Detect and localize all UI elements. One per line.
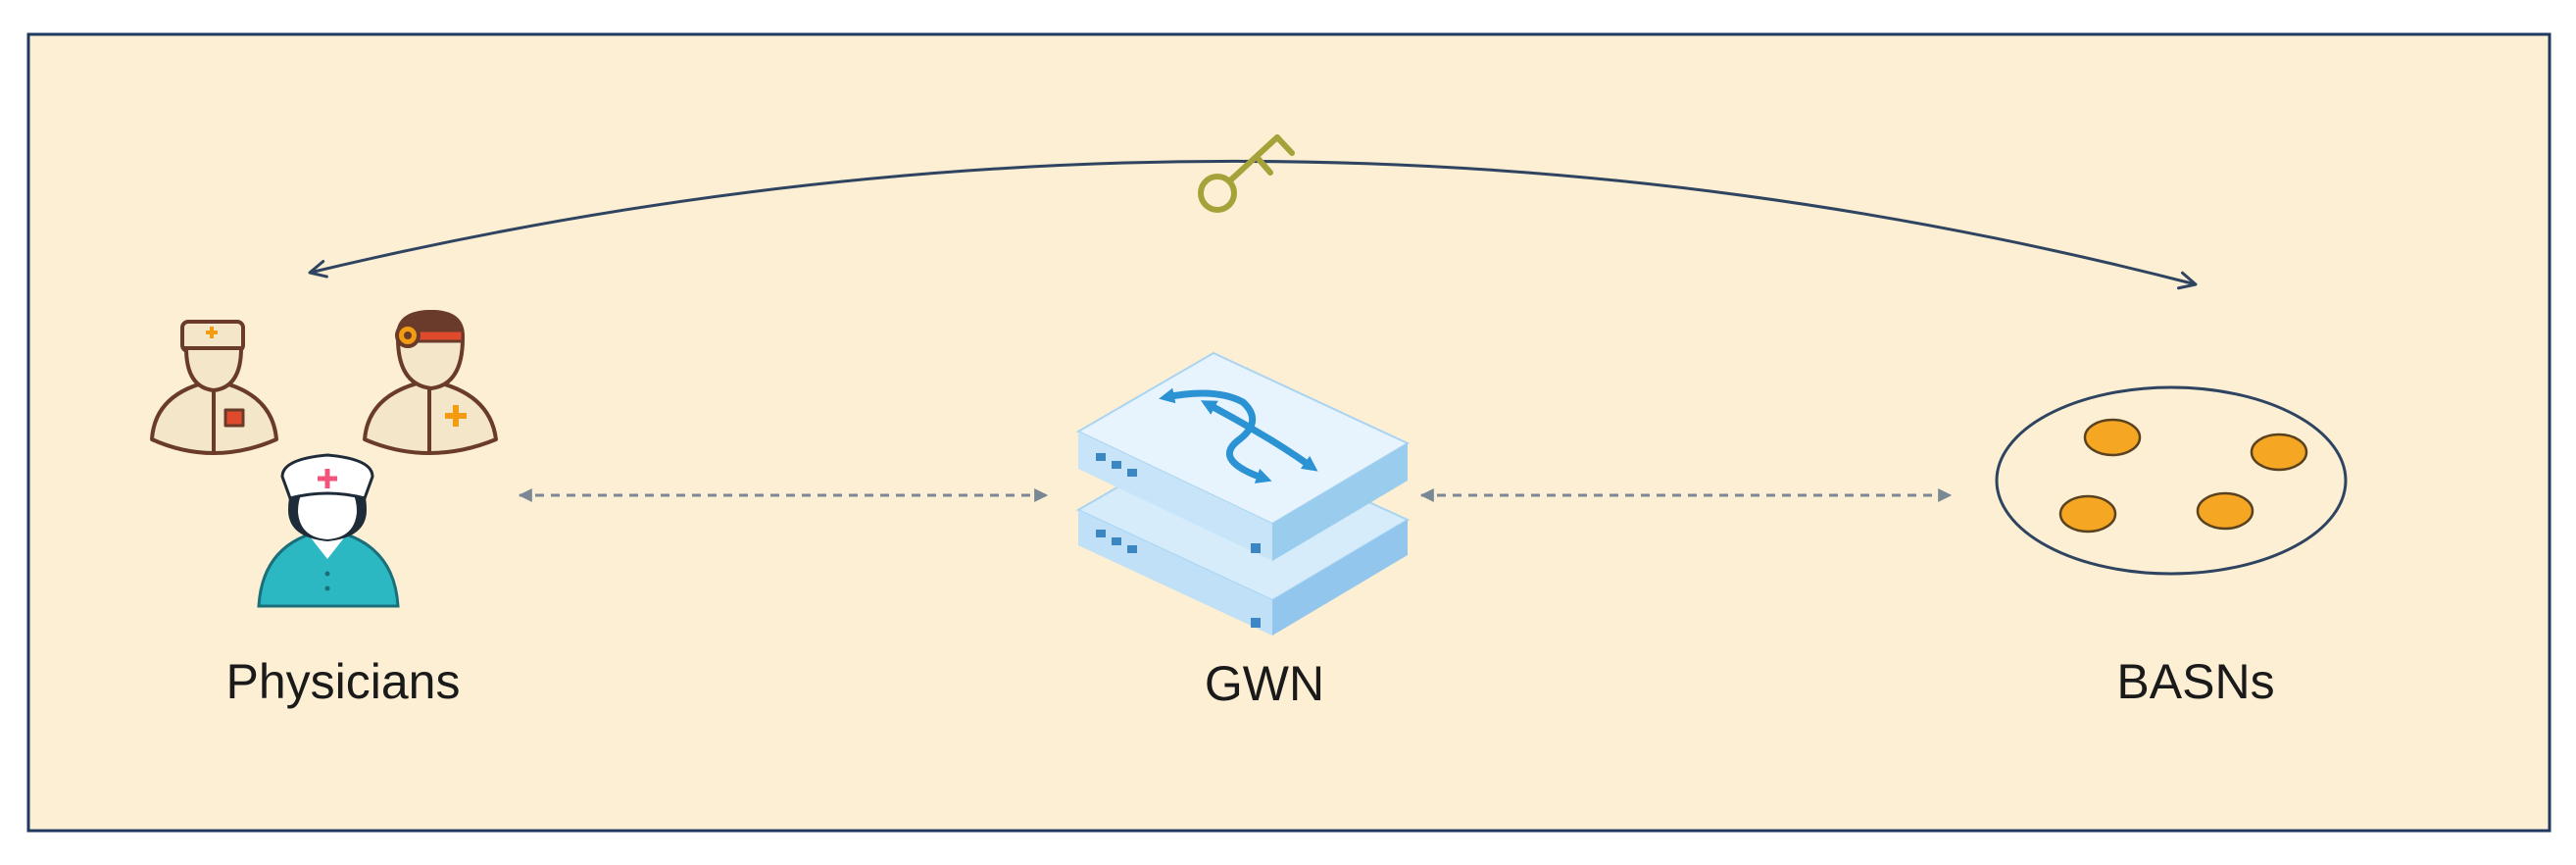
nurse-icon xyxy=(257,453,400,608)
sensor-node-icon xyxy=(2058,494,2117,534)
gateway-switch-icon xyxy=(1075,351,1411,636)
sensor-node-icon xyxy=(2083,418,2142,457)
basns-label: BASNs xyxy=(2116,654,2275,709)
physicians-group-icon xyxy=(150,310,498,608)
doctor-icon xyxy=(150,320,278,455)
key-icon xyxy=(1198,134,1295,213)
gwn-label: GWN xyxy=(1204,656,1325,711)
doctor-icon xyxy=(363,310,498,455)
basns-boundary xyxy=(1995,385,2348,576)
sensor-node-icon xyxy=(2250,432,2308,472)
sensor-cluster-icon xyxy=(1995,385,2348,576)
sensor-node-icon xyxy=(2196,491,2254,531)
physicians-label: Physicians xyxy=(225,654,461,709)
